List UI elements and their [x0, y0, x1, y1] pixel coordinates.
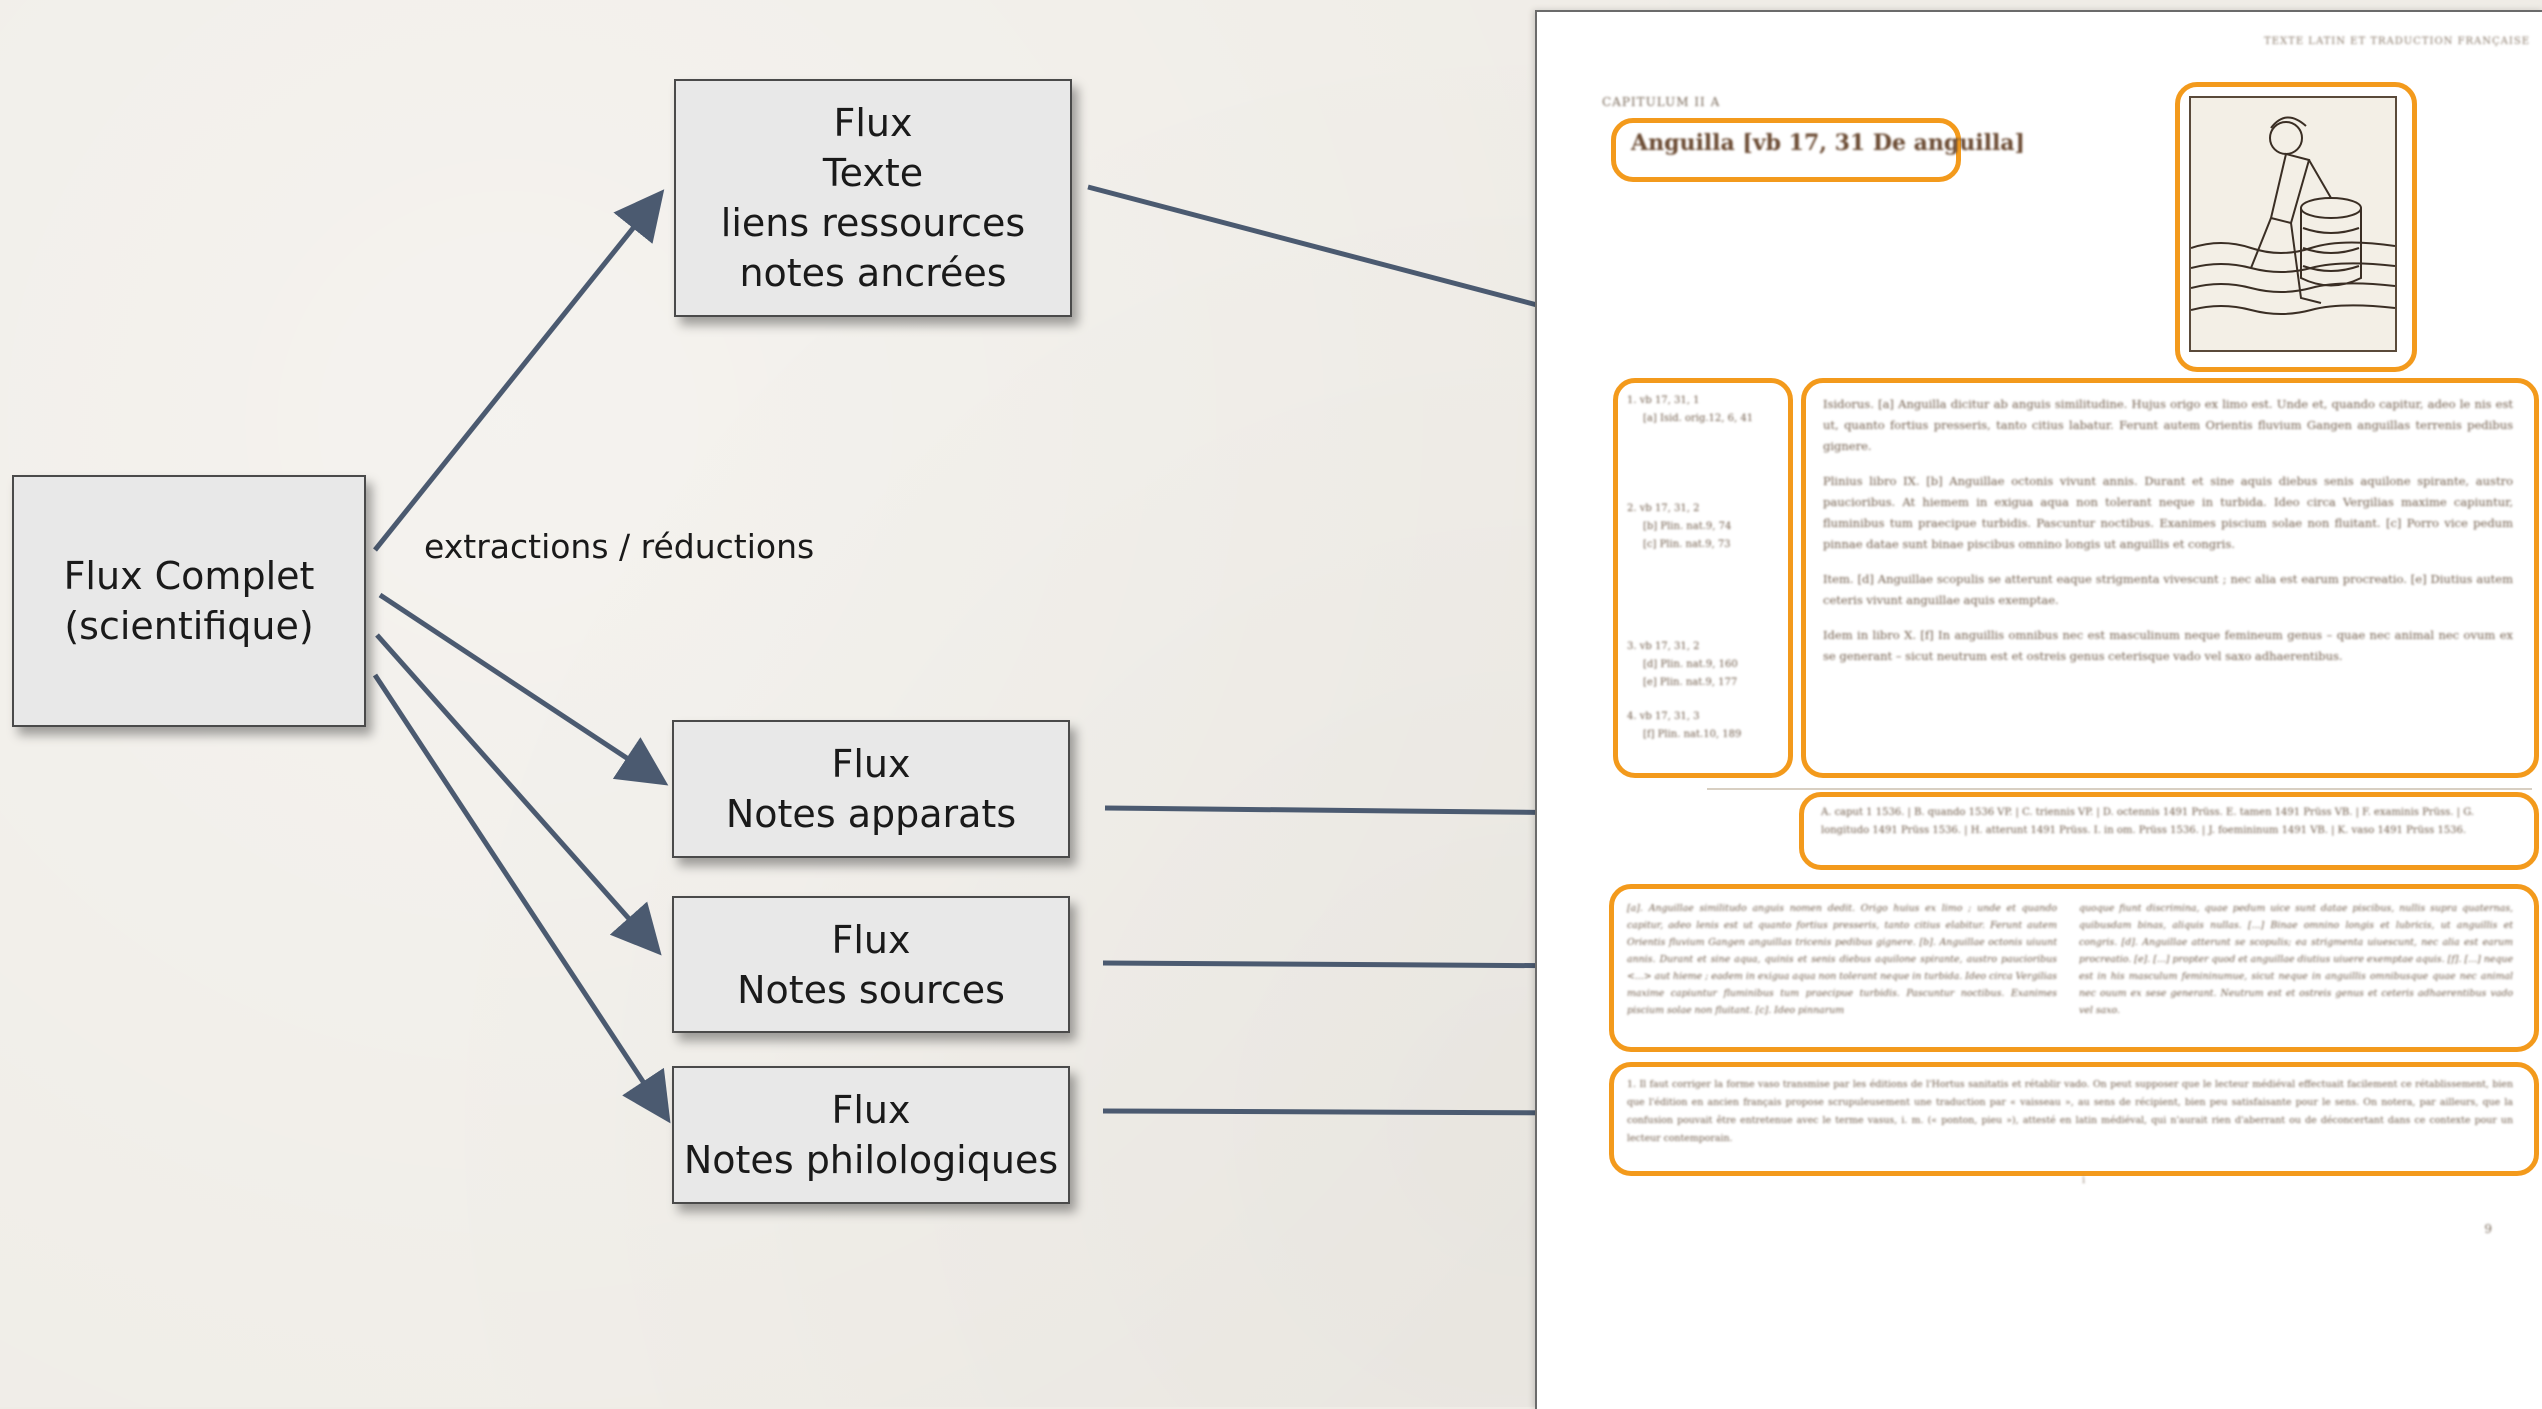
flux-apparats-line2: Notes apparats — [725, 792, 1017, 836]
margin-ref-1-label: 1. vb 17, 31, 1 — [1627, 395, 1700, 406]
edge-label: extractions / réductions — [424, 527, 815, 566]
margin-ref-3: 3. vb 17, 31, 2 [d] Plin. nat.9, 160 [e]… — [1627, 638, 1738, 692]
arrow-sources-to-page — [1102, 940, 1607, 991]
margin-ref-3-note-d: [d] Plin. nat.9, 160 — [1643, 659, 1738, 670]
flux-texte-line3: liens ressources — [720, 201, 1026, 245]
margin-refs-highlight — [1613, 378, 1793, 778]
main-paragraph-3: Item. [d] Anguillae scopulis se atterunt… — [1823, 572, 2513, 607]
apparatus-notes: A. caput 1 1536. | B. quando 1536 VP. | … — [1821, 807, 2475, 836]
philological-note-highlight — [1609, 1062, 2539, 1176]
flux-sources-box: Flux Notes sources — [672, 896, 1070, 1033]
flux-philologiques-line1: Flux — [831, 1088, 911, 1132]
flux-texte-box: Flux Texte liens ressources notes ancrée… — [674, 79, 1072, 317]
margin-ref-2-note-b: [b] Plin. nat.9, 74 — [1643, 521, 1732, 532]
arrow-to-sources — [375, 633, 662, 956]
footnote-rule — [1707, 788, 2532, 790]
chapter-label: capitulum II a — [1602, 95, 1721, 109]
sources-notes-right: quoque fiunt discrimina, quae pedum uice… — [2079, 903, 2513, 1016]
margin-ref-2-note-c: [c] Plin. nat.9, 73 — [1643, 539, 1731, 550]
flux-texte-line4: notes ancrées — [739, 251, 1007, 295]
main-paragraph-1: Isidorus. [a] Anguilla dicitur ab anguis… — [1823, 397, 2513, 453]
main-text: Isidorus. [a] Anguilla dicitur ab anguis… — [1823, 394, 2513, 667]
flux-apparats-box: Flux Notes apparats — [672, 720, 1070, 858]
flux-complet-line2: (scientifique) — [64, 604, 314, 648]
arrow-to-texte — [373, 189, 665, 552]
margin-ref-4-note-f: [f] Plin. nat.10, 189 — [1643, 729, 1742, 740]
sources-notes-highlight — [1609, 884, 2539, 1052]
document-page: Texte latin et traduction française capi… — [1535, 10, 2542, 1409]
arrow-to-philologiques — [372, 673, 671, 1124]
page-title: Anguilla [vb 17, 31 De anguilla] — [1631, 130, 2025, 156]
flux-complet-line1: Flux Complet — [63, 554, 315, 598]
margin-ref-2: 2. vb 17, 31, 2 [b] Plin. nat.9, 74 [c] … — [1627, 500, 1731, 554]
flux-philologiques-line2: Notes philologiques — [683, 1138, 1059, 1182]
sources-notes-left: [a]. Anguillae similitudo anguis nomen d… — [1627, 903, 2057, 1016]
flux-sources-line1: Flux — [831, 917, 911, 962]
woodcut-figure — [2189, 96, 2397, 352]
margin-ref-1: 1. vb 17, 31, 1 [a] Isid. orig.12, 6, 41 — [1627, 392, 1753, 428]
footer-mark: i — [2082, 1175, 2086, 1186]
arrow-philologiques-to-page — [1102, 1087, 1605, 1138]
margin-ref-3-note-e: [e] Plin. nat.9, 177 — [1643, 677, 1738, 688]
margin-ref-1-note-a: [a] Isid. orig.12, 6, 41 — [1643, 413, 1754, 424]
running-head: Texte latin et traduction française — [2264, 36, 2530, 47]
figure-highlight — [2175, 82, 2417, 372]
woodcut-figure-icon — [2190, 116, 2396, 315]
margin-ref-4: 4. vb 17, 31, 3 [f] Plin. nat.10, 189 — [1627, 708, 1741, 744]
flux-complet-box: Flux Complet (scientifique) — [12, 475, 366, 727]
flux-sources-line2: Notes sources — [737, 967, 1005, 1012]
main-paragraph-4: Idem in libro X. [f] In anguillis omnibu… — [1823, 628, 2513, 663]
philological-note: 1. Il faut corriger la forme vaso transm… — [1627, 1079, 2513, 1144]
margin-ref-3-label: 3. vb 17, 31, 2 — [1627, 641, 1700, 652]
flux-apparats-line1: Flux — [831, 742, 911, 786]
main-text-highlight — [1801, 378, 2539, 778]
flux-philologiques-box: Flux Notes philologiques — [672, 1066, 1070, 1204]
title-highlight — [1611, 118, 1961, 182]
apparatus-highlight — [1799, 792, 2539, 870]
sources-notes: [a]. Anguillae similitudo anguis nomen d… — [1627, 900, 2513, 1028]
flux-texte-line1: Flux — [833, 101, 913, 145]
main-paragraph-2: Plinius libro IX. [b] Anguillae octonis … — [1823, 474, 2513, 551]
flux-texte-line2: Texte — [822, 151, 924, 195]
margin-ref-4-label: 4. vb 17, 31, 3 — [1627, 711, 1700, 722]
margin-ref-2-label: 2. vb 17, 31, 2 — [1627, 503, 1700, 514]
arrow-to-apparats — [378, 592, 669, 786]
page-number: 9 — [2484, 1222, 2492, 1236]
